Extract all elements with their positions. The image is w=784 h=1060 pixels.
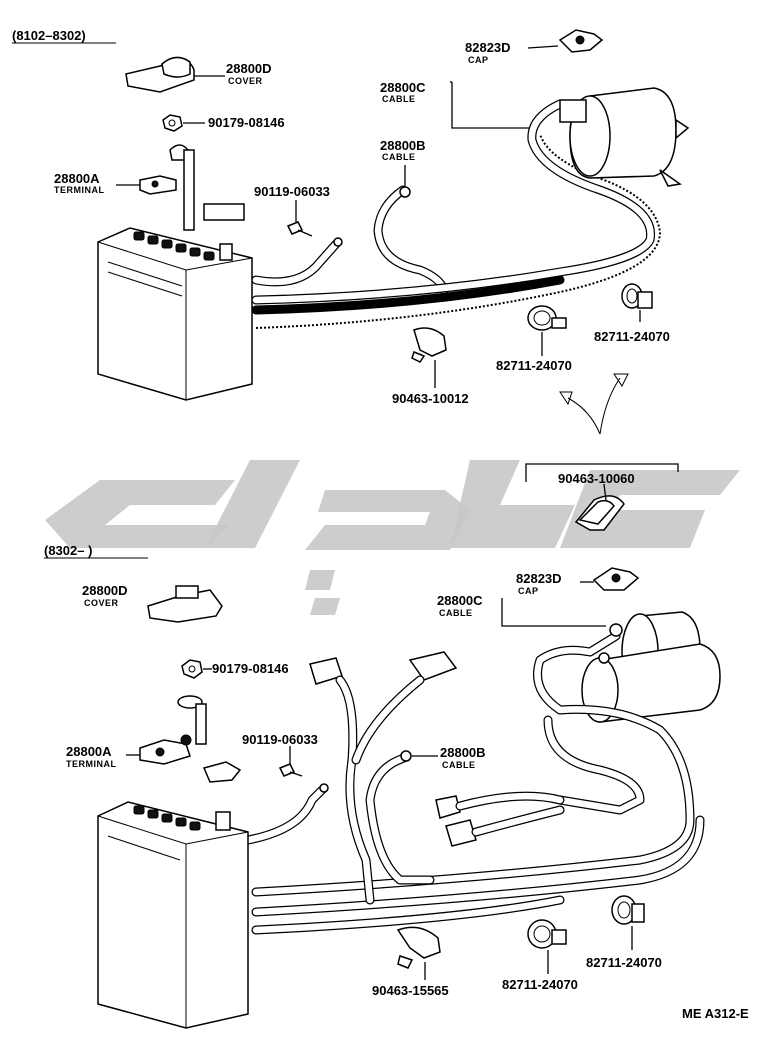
clamp1-number: 90463-10012 [392, 391, 469, 406]
bolt-part-number: 90119-06033 [254, 184, 330, 199]
battery-top [97, 149, 253, 401]
cover-part-desc: COVER [228, 76, 263, 86]
clamp-82711-bottom-b [611, 895, 645, 950]
cable-c-bottom [251, 623, 705, 935]
cable-b-bottom [243, 750, 438, 885]
cable-b-bottom-number: 28800B [440, 745, 486, 760]
clamp-90463-15565 [396, 926, 441, 980]
cap-bottom-number: 82823D [516, 571, 562, 586]
clamp2-bottom-number: 82711-24070 [502, 977, 578, 992]
nut-bottom-number: 90179-08146 [212, 661, 289, 676]
clamp2-number: 82711-24070 [496, 358, 572, 373]
section-top: (8102–8302) 28800D COVER 90179-08146 288… [12, 28, 690, 435]
bolt-part-bottom [278, 746, 303, 777]
clamp1-bottom-number: 90463-15565 [372, 983, 449, 998]
clamp-top-number: 90463-10060 [558, 471, 635, 486]
terminal-part-number: 28800A [54, 171, 100, 186]
cable-c-bottom-number: 28800C [437, 593, 483, 608]
section-bottom: (8302– ) 90463-10060 82823D CAP 28800C C… [44, 463, 721, 1029]
cap-part-desc: CAP [468, 55, 489, 65]
bolt-part [286, 200, 313, 237]
cover-part [125, 56, 225, 93]
section-top-label: (8102–8302) [12, 28, 86, 43]
cap-bottom-desc: CAP [518, 586, 539, 596]
starter-motor-top [559, 87, 690, 187]
cap-part-number: 82823D [465, 40, 511, 55]
cable-b-desc: CABLE [382, 152, 416, 162]
clamp-90463-10012 [411, 327, 447, 388]
clamp-90463-10060 [525, 463, 679, 531]
cable-c-number: 28800C [380, 80, 426, 95]
cover-bottom-number: 28800D [82, 583, 128, 598]
terminal-part [116, 144, 189, 195]
nut-part-bottom [181, 659, 212, 679]
bolt-bottom-number: 90119-06033 [242, 732, 318, 747]
battery-bottom [97, 761, 249, 1029]
terminal-bottom-desc: TERMINAL [66, 759, 117, 769]
nut-part [162, 114, 205, 132]
clamp3-bottom-number: 82711-24070 [586, 955, 662, 970]
cable-b-number: 28800B [380, 138, 426, 153]
terminal-part-desc: TERMINAL [54, 185, 105, 195]
clamp-82711-b [621, 283, 653, 322]
section-bottom-label: (8302– ) [44, 543, 92, 558]
cap-part-top [527, 29, 604, 53]
cable-b-top [251, 165, 449, 295]
cable-c-bottom-desc: CABLE [439, 608, 473, 618]
starter-motor-bottom [581, 611, 721, 723]
terminal-part-bottom [126, 695, 207, 765]
arrows [559, 373, 629, 435]
terminal-bottom-number: 28800A [66, 744, 112, 759]
watermark-logo [45, 460, 740, 615]
clamp-82711-bottom-a [527, 919, 567, 974]
clamp-82711-a [527, 305, 567, 356]
connector-harness [309, 651, 565, 905]
cover-bottom-desc: COVER [84, 598, 119, 608]
cap-part-bottom [580, 567, 640, 591]
cable-c-desc: CABLE [382, 94, 416, 104]
cover-part-number: 28800D [226, 61, 272, 76]
cover-part-bottom [147, 585, 223, 623]
cable-b-bottom-desc: CABLE [442, 760, 476, 770]
clamp3-number: 82711-24070 [594, 329, 670, 344]
figure-code: ME A312-E [682, 1006, 749, 1021]
nut-part-number: 90179-08146 [208, 115, 285, 130]
